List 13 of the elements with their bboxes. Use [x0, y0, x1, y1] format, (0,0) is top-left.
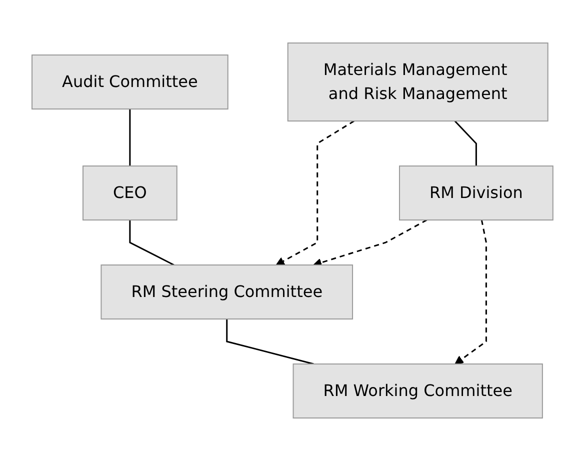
arrow: [454, 220, 486, 364]
arrow: [312, 219, 427, 267]
connector: [128, 109, 130, 166]
node-box: Materials Management and Risk Management: [286, 42, 548, 122]
connector: [226, 319, 314, 365]
connector: [454, 120, 476, 166]
node-box: RM Steering Committee: [100, 264, 353, 320]
arrow: [275, 120, 354, 266]
node-box: RM Division: [398, 166, 553, 220]
node-box: Audit Committee: [31, 54, 228, 110]
node-box: RM Working Committee: [292, 363, 542, 418]
node-box: CEO: [82, 166, 177, 220]
connector: [128, 220, 174, 266]
